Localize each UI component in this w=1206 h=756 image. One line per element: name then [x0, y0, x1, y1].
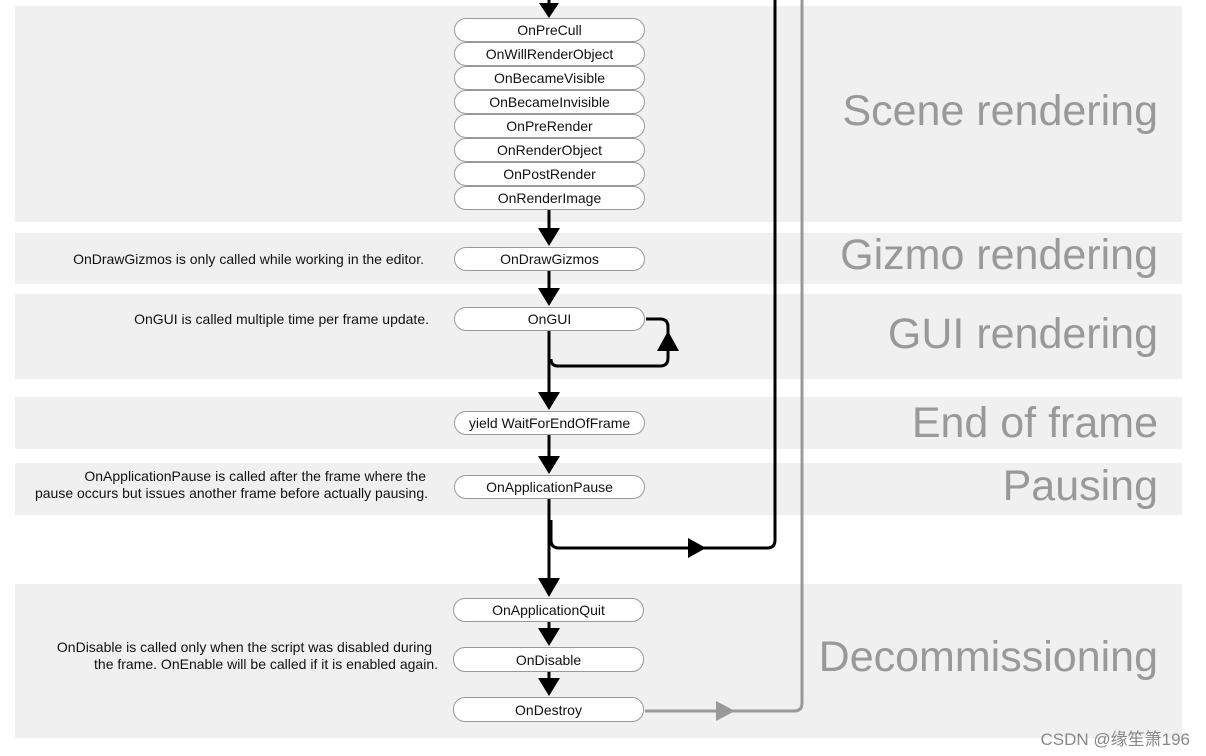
node-on-draw-gizmos: OnDrawGizmos — [454, 247, 645, 271]
arrowhead-to-gizmos — [538, 228, 560, 246]
section-title-gui-rendering: GUI rendering — [887, 310, 1158, 358]
arrowhead-top-in — [539, 3, 559, 18]
node-on-became-visible: OnBecameVisible — [454, 66, 645, 90]
arrowhead-gui-loop — [657, 331, 679, 351]
node-on-pre-render: OnPreRender — [454, 114, 645, 138]
note-disable-line1: OnDisable is called only when the script… — [56, 639, 432, 655]
node-on-gui: OnGUI — [454, 307, 645, 331]
arrowhead-pause-loop-back — [688, 538, 706, 558]
section-title-scene-rendering: Scene rendering — [842, 87, 1158, 135]
arrowhead-to-destroy — [538, 678, 560, 696]
section-title-end-of-frame: End of frame — [911, 399, 1158, 447]
node-on-pre-cull: OnPreCull — [454, 18, 645, 42]
note-pause-line1: OnApplicationPause is called after the f… — [84, 468, 426, 484]
node-on-render-image: OnRenderImage — [454, 186, 645, 210]
node-on-application-quit: OnApplicationQuit — [453, 598, 644, 622]
connector-pause-loop-back — [549, 0, 777, 550]
note-gui: OnGUI is called multiple time per frame … — [134, 311, 429, 327]
note-gizmos: OnDrawGizmos is only called while workin… — [73, 251, 424, 267]
section-title-gizmo-rendering: Gizmo rendering — [840, 231, 1158, 279]
arrowhead-to-pause — [538, 456, 560, 474]
watermark: CSDN @缘笙箫196 — [1040, 730, 1190, 749]
note-disable-line2: the frame. OnEnable will be called if it… — [94, 656, 438, 672]
arrowhead-destroy-out — [716, 701, 735, 721]
node-on-destroy: OnDestroy — [453, 697, 644, 722]
node-on-will-render-object: OnWillRenderObject — [454, 42, 645, 66]
section-title-decommissioning: Decommissioning — [818, 633, 1158, 681]
arrowhead-to-gui — [538, 288, 560, 306]
arrowhead-to-disable — [538, 628, 560, 646]
connector-gui-loop — [549, 317, 670, 368]
arrowhead-to-quit — [538, 578, 560, 597]
section-title-pausing: Pausing — [1002, 462, 1158, 510]
note-pause-line2: pause occurs but issues another frame be… — [34, 485, 428, 501]
node-on-application-pause: OnApplicationPause — [454, 475, 645, 499]
arrowhead-to-end-of-frame — [538, 392, 560, 410]
node-on-disable: OnDisable — [453, 647, 644, 672]
node-yield-wait-for-end-of-frame: yield WaitForEndOfFrame — [454, 411, 645, 435]
node-on-post-render: OnPostRender — [454, 162, 645, 186]
connector-destroy-out — [645, 0, 804, 713]
node-on-became-invisible: OnBecameInvisible — [454, 90, 645, 114]
node-on-render-object: OnRenderObject — [454, 138, 645, 162]
